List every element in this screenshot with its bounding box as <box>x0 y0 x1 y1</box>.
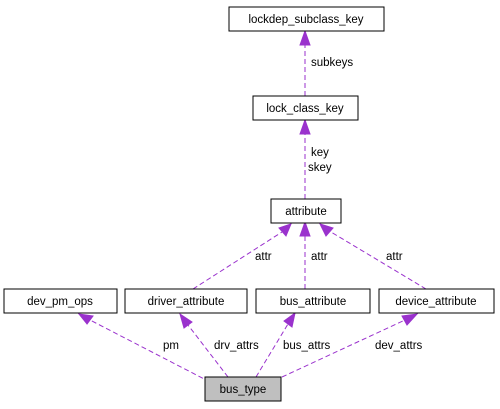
edge-label-attr-driver: attr <box>255 251 272 263</box>
edge-drv-attrs: drv_attrs <box>179 312 259 378</box>
node-dev-pm-ops[interactable]: dev_pm_ops <box>3 288 118 314</box>
edge-label-dev-attrs: dev_attrs <box>375 340 423 352</box>
node-attribute[interactable]: attribute <box>270 198 342 224</box>
edge-label-attr-bus: attr <box>311 251 328 263</box>
edge-key-skey: key skey <box>299 118 332 199</box>
node-label-bus-type: bus_type <box>220 384 267 396</box>
node-label-dev-pm-ops: dev_pm_ops <box>27 296 93 308</box>
node-label-driver-attribute: driver_attribute <box>148 296 225 308</box>
node-lockdep-subclass-key[interactable]: lockdep_subclass_key <box>228 6 385 32</box>
node-device-attribute[interactable]: device_attribute <box>378 288 495 314</box>
edge-label-attr-device: attr <box>386 251 403 263</box>
edge-label-subkeys: subkeys <box>311 57 353 69</box>
edge-attr-bus: attr <box>299 220 328 289</box>
edge-attr-driver: attr <box>192 223 292 290</box>
node-label-lock-class-key: lock_class_key <box>266 103 344 115</box>
edge-bus-attrs: bus_attrs <box>255 311 331 378</box>
edge-label-bus-attrs: bus_attrs <box>283 340 331 352</box>
node-label-lockdep-subclass-key: lockdep_subclass_key <box>248 14 363 26</box>
node-label-device-attribute: device_attribute <box>395 296 476 308</box>
node-driver-attribute[interactable]: driver_attribute <box>124 288 248 314</box>
edge-attr-device: attr <box>319 223 427 290</box>
node-label-attribute: attribute <box>285 206 327 218</box>
node-lock-class-key[interactable]: lock_class_key <box>252 95 359 121</box>
edge-subkeys: subkeys <box>299 29 353 96</box>
node-bus-type[interactable]: bus_type <box>204 376 282 402</box>
edge-label-skey: skey <box>308 162 332 174</box>
node-bus-attribute[interactable]: bus_attribute <box>255 288 371 314</box>
edge-label-key: key <box>311 147 329 159</box>
edge-label-pm: pm <box>163 340 179 352</box>
edge-dev-attrs: dev_attrs <box>281 313 423 378</box>
node-label-bus-attribute: bus_attribute <box>280 296 347 308</box>
edge-label-drv-attrs: drv_attrs <box>214 340 259 352</box>
edge-pm: pm <box>77 313 211 383</box>
